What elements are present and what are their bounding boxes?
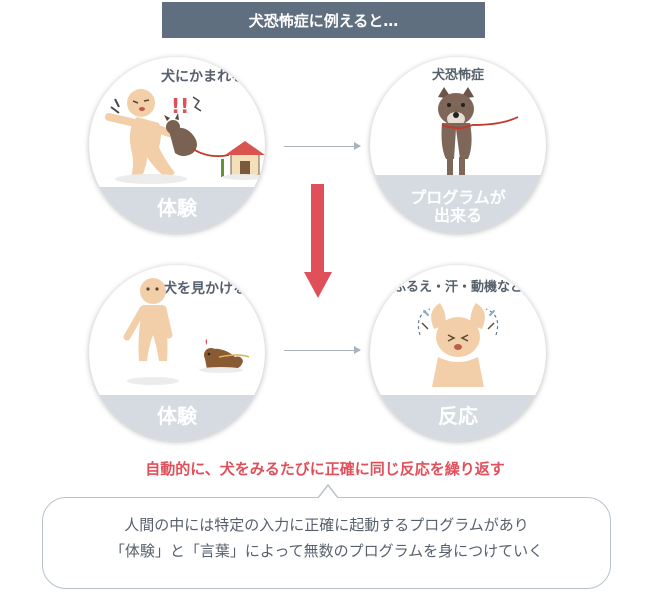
- explanation-line2: 「体験」と「言葉」によって無数のプログラムを身につけていく: [109, 542, 544, 560]
- speech-bitten: 犬にかまれる: [161, 68, 245, 85]
- person-standing: [123, 278, 173, 361]
- shock-zigzag-icon: [192, 96, 202, 112]
- heart-icon: [205, 339, 209, 345]
- connector-arrow-top: [284, 142, 361, 150]
- dog-biting: [169, 127, 197, 156]
- label-experience-2: 体験: [89, 395, 265, 441]
- connector-arrow-bottom: [284, 346, 361, 354]
- circle-program-created: 犬恐怖症 プログラムが 出来る: [370, 57, 546, 233]
- label-reaction: 反応: [370, 395, 546, 441]
- bitten-by-dog-illustration: 犬にかまれる !!: [105, 68, 265, 184]
- explanation-text: 人間の中には特定の入力に正確に起動するプログラムがあり 「体験」と「言葉」によっ…: [42, 512, 611, 564]
- seeing-dog-illustration: 犬を見かける: [123, 278, 250, 385]
- explanation-bubble: [42, 497, 611, 589]
- scared-person-icon: [417, 303, 499, 387]
- explanation-line1: 人間の中には特定の入力に正確に起動するプログラムがあり: [124, 516, 529, 534]
- phobia-title: 犬恐怖症: [432, 67, 484, 83]
- speech-seeing: 犬を見かける: [163, 280, 247, 297]
- caption-automatic-repeat: 自動的に、犬をみるたびに正確に同じ反応を繰り返す: [145, 460, 505, 478]
- label-experience-1: 体験: [89, 187, 265, 233]
- leash-line: [471, 116, 519, 126]
- dog-icon: [438, 87, 474, 177]
- small-dog-icon: [204, 348, 243, 369]
- circle-experience-seeing: 犬を見かける 体験: [89, 265, 265, 441]
- title-banner: 犬恐怖症に例えると…: [162, 2, 485, 38]
- label-program-line1: プログラムが: [410, 188, 506, 207]
- circle-experience-bitten: 犬にかまれる !! 体験: [89, 57, 265, 233]
- bubble-tail: [318, 484, 338, 498]
- speech-reaction: ふるえ・汗・動機など: [393, 279, 523, 295]
- person-head: [127, 89, 155, 117]
- label-program-line2: 出来る: [433, 206, 482, 225]
- person-body: [129, 117, 175, 179]
- exclaim-marks: !!: [171, 94, 189, 118]
- red-down-arrow-icon: [304, 184, 332, 298]
- label-program-created: プログラムが 出来る: [370, 175, 546, 233]
- reaction-illustration: ふるえ・汗・動機など: [393, 279, 523, 387]
- doghouse-icon: [225, 141, 265, 176]
- circle-reaction: ふるえ・汗・動機など 反応: [370, 265, 546, 441]
